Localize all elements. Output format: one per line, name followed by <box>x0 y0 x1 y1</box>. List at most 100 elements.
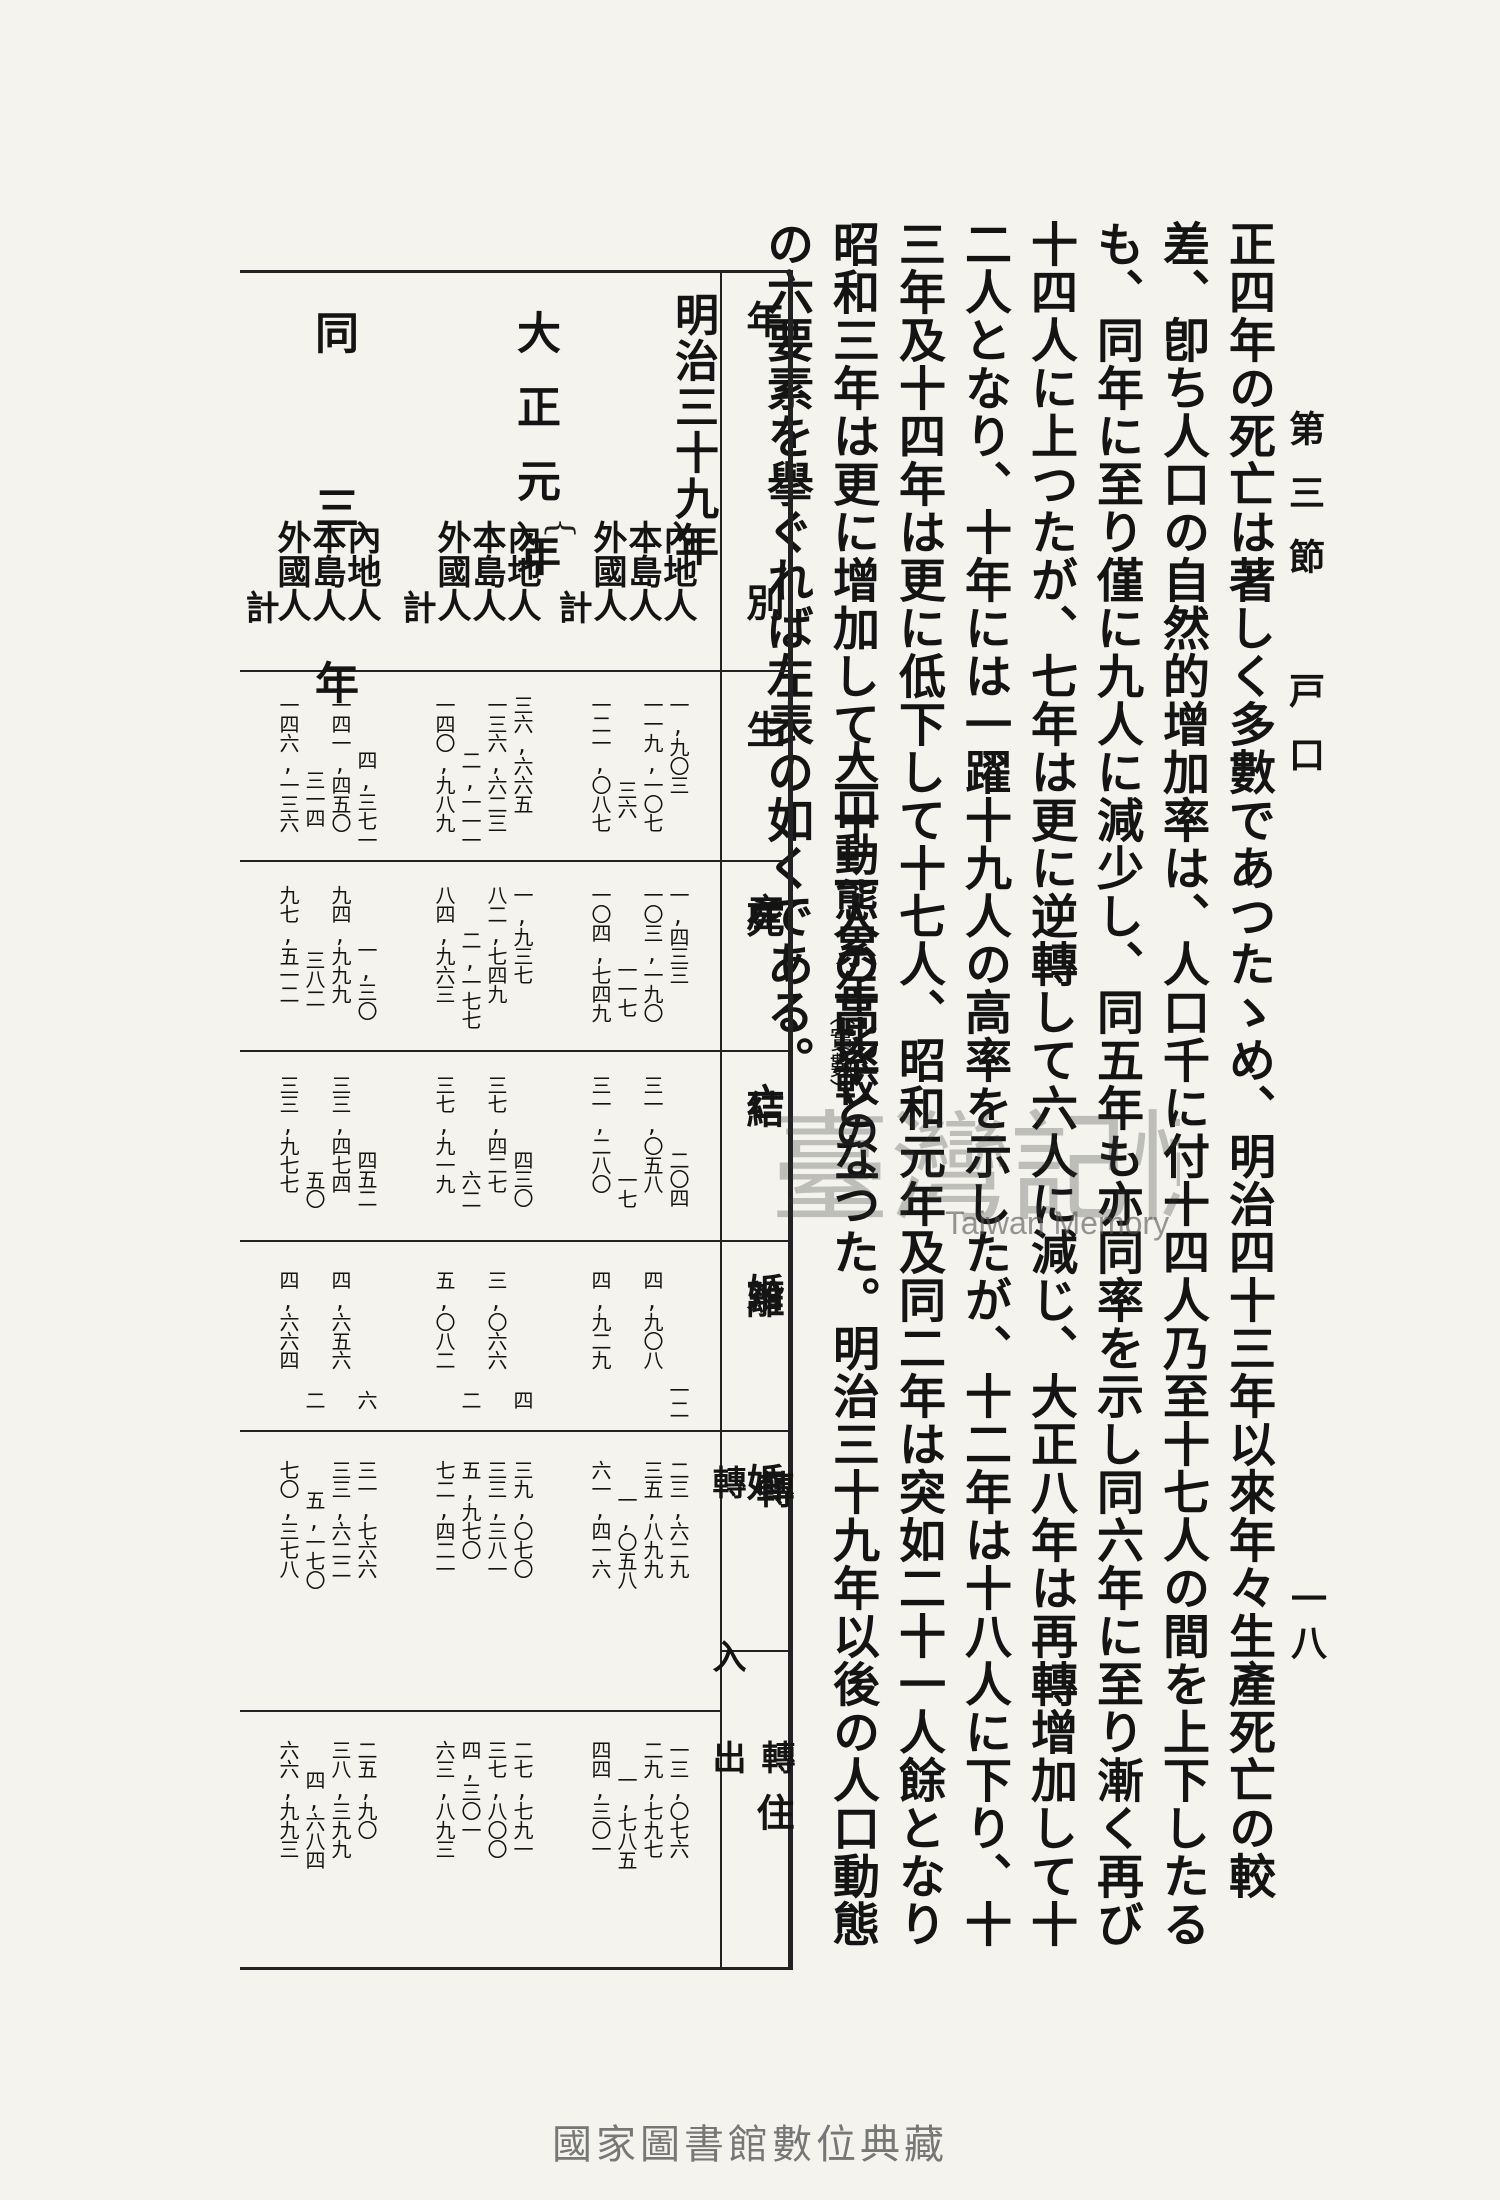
cell: 三一,七六六 <box>354 1460 378 1578</box>
body-paragraph: 正四年の死亡は著しく多數であつたゝめ、明治四十三年以來年々生產死亡の較差、卽ち人… <box>758 220 1275 1948</box>
cell: 七〇,三七八 <box>276 1460 300 1578</box>
taiwan-memory-watermark: 臺灣記憶 <box>770 1100 1180 1239</box>
cell: 二 <box>458 1390 482 1409</box>
cell: 一二一,〇八七 <box>588 695 612 832</box>
cell: 五〇 <box>302 1170 326 1208</box>
cell: 三七,九一九 <box>432 1075 456 1193</box>
cell: 三九,〇七〇 <box>510 1460 534 1578</box>
cell: 三三,四七四 <box>328 1075 352 1193</box>
header-divider <box>720 270 722 1970</box>
cell: 三一,〇五八 <box>640 1075 664 1193</box>
cell: 五,一七〇 <box>302 1490 326 1589</box>
cell: 四四,三〇一 <box>588 1740 612 1858</box>
cell: 五,〇八二 <box>432 1270 456 1369</box>
row-rule-3 <box>240 1050 790 1052</box>
cell: 四,九〇八 <box>640 1270 664 1369</box>
cell: 一一九,一〇七 <box>640 695 664 832</box>
cell: 一四六,一三六 <box>276 695 300 832</box>
sub-label: 內地人 <box>341 520 381 622</box>
row-rule-1 <box>240 670 790 672</box>
cell: 三八二 <box>302 950 326 1007</box>
cell: 一〇四,七四九 <box>588 885 612 1022</box>
cell: 一七 <box>614 1170 638 1208</box>
cell: 三三,九七七 <box>276 1075 300 1193</box>
watermark-text: 臺灣記憶 <box>770 1100 1180 1239</box>
cell: 六二 <box>458 1170 482 1208</box>
table-bottom-rule <box>240 1967 790 1970</box>
cell: 四,九二九 <box>588 1270 612 1369</box>
header-death: 死 亡 <box>740 900 785 1171</box>
row-rule-2 <box>240 860 790 862</box>
cell: 二九,七九七 <box>640 1740 664 1858</box>
header-year: 年 別 <box>740 300 785 721</box>
cell: 一,九〇三 <box>666 695 690 794</box>
header-out: 轉 出 <box>706 1740 795 1824</box>
cell: 九四,九九九 <box>328 885 352 1003</box>
migration-split-rule <box>720 1650 790 1652</box>
cell: 四 <box>510 1390 534 1409</box>
header-divorce: 離 婚 <box>740 1280 785 1551</box>
cell: 二三,六二九 <box>666 1460 690 1578</box>
cell: 三三,六二二 <box>328 1460 352 1578</box>
library-footer: 國家圖書館數位典藏 <box>552 2122 948 2168</box>
cell: 四,六六四 <box>276 1270 300 1369</box>
cell: 六六,九九三 <box>276 1740 300 1858</box>
header-birth: 生 產 <box>740 710 785 981</box>
cell: 一,三〇 <box>354 940 378 1020</box>
cell: 八二,七四九 <box>484 885 508 1003</box>
chapter-heading: 第三節 戸口 <box>1283 410 1325 800</box>
population-table: 年 別 生 產 死 亡 結 婚 離 婚 轉 住 轉 入 轉 出 明治三十九年 {… <box>239 270 800 1970</box>
cell: 一四一,四五〇 <box>328 695 352 832</box>
page-number: 一八 <box>1285 1580 1327 1668</box>
cell: 九七,五一二 <box>276 885 300 1003</box>
row-rule-6 <box>240 1710 720 1712</box>
row-year-1: 明治三十九年 <box>667 292 718 568</box>
cell: 六 <box>354 1390 378 1409</box>
cell: 二七,七九一 <box>510 1740 534 1858</box>
cell: 六三,八九三 <box>432 1740 456 1858</box>
sub-label: 內地人 <box>657 520 697 622</box>
cell: 一,七八五 <box>614 1770 638 1869</box>
cell: 三五,八九九 <box>640 1460 664 1578</box>
table-right-border <box>788 270 793 1970</box>
sub-label: 計 <box>396 590 436 624</box>
row-year-3: 同 三 年 <box>307 310 358 744</box>
row-year-2: 大正元年 <box>509 310 560 606</box>
cell: 一三,〇七六 <box>666 1740 690 1858</box>
cell: 三八,三九九 <box>328 1740 352 1858</box>
cell: 一三六,六二三 <box>484 695 508 832</box>
header-marriage: 結 婚 <box>740 1090 785 1361</box>
cell: 四,三七一 <box>354 750 378 849</box>
cell: 一〇三,一九〇 <box>640 885 664 1022</box>
cell: 二〇四 <box>666 1150 690 1207</box>
cell: 四三〇 <box>510 1150 534 1207</box>
watermark-subtitle: Taiwan Memory <box>945 1205 1170 1241</box>
cell: 三一,二八〇 <box>588 1075 612 1193</box>
cell: 三六,六六五 <box>510 695 534 813</box>
cell: 五,九七〇 <box>458 1460 482 1559</box>
sub-label: 外國人 <box>587 520 627 622</box>
cell: 一,〇五八 <box>614 1490 638 1589</box>
table-top-rule <box>240 270 790 273</box>
cell: 一,四三三 <box>666 885 690 984</box>
row-rule-4 <box>240 1240 790 1242</box>
cell: 一四〇,九八九 <box>432 695 456 832</box>
sub-label: 本島人 <box>306 520 346 622</box>
cell: 二,一一一 <box>458 750 482 849</box>
table-title: 人口動態累年比較の一 <box>827 740 878 1200</box>
cell: 六一,四一六 <box>588 1460 612 1578</box>
cell: 三七,四二七 <box>484 1075 508 1193</box>
table-unit: （實數） <box>825 1000 855 1104</box>
cell: 一,九三七 <box>510 885 534 984</box>
sub-label: 外國人 <box>271 520 311 622</box>
cell: 八四,九六三 <box>432 885 456 1003</box>
cell: 二,一七七 <box>458 930 482 1029</box>
sub-label: 本島人 <box>466 520 506 622</box>
cell: 四五二 <box>354 1150 378 1207</box>
cell: 四,三〇一 <box>458 1740 482 1839</box>
cell: 一二 <box>666 1380 690 1418</box>
sub-label: 計 <box>239 590 279 624</box>
row-rule-5 <box>240 1430 790 1432</box>
cell: 二 <box>302 1390 326 1409</box>
sub-label: 內地人 <box>501 520 541 622</box>
